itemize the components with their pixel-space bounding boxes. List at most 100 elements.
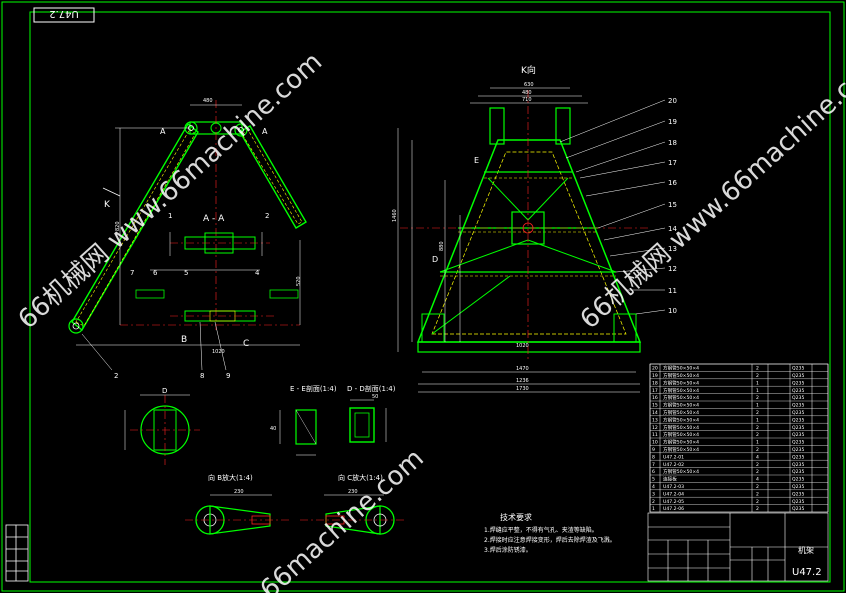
callout-1: 1 [168, 212, 172, 220]
parts-row-name: U47.2-01 [663, 454, 684, 460]
parts-row-no: 16 [652, 395, 658, 401]
parts-row-material: Q235 [792, 388, 804, 394]
parts-row-material: Q235 [792, 469, 804, 475]
section-dd-title: D - D剖面(1:4) [347, 384, 396, 393]
parts-row-qty: 2 [756, 462, 759, 468]
parts-row-no: 19 [652, 373, 658, 379]
rotated-drawing-number: U47.2 [49, 8, 79, 19]
callout-11: 11 [668, 287, 677, 295]
section-a-left-label: A [160, 127, 166, 136]
parts-row-no: 15 [652, 403, 658, 409]
parts-row-qty: 2 [756, 373, 759, 379]
parts-row-name: 方钢管50×50×4 [663, 394, 699, 401]
parts-row-material: Q235 [792, 447, 804, 453]
parts-row-name: U47.2-05 [663, 499, 684, 505]
dim-bottom-1236: 1236 [516, 378, 529, 384]
left-callouts: 2 8 9 1 2 4 5 6 7 [81, 212, 269, 380]
section-b-label: B [181, 335, 187, 345]
parts-row-no: 13 [652, 417, 658, 423]
parts-row-name: 方钢管50×50×4 [663, 387, 699, 394]
dim-base-1020: 1020 [516, 343, 529, 349]
parts-row-qty: 2 [756, 395, 759, 401]
parts-row-qty: 2 [756, 469, 759, 475]
dim-left-1460: 1460 [392, 209, 398, 222]
dim-top-630: 630 [524, 82, 534, 88]
tech-req-title: 技术要求 [500, 512, 532, 522]
parts-row-qty: 2 [756, 410, 759, 416]
section-aa-view [135, 232, 299, 322]
parts-row-material: Q235 [792, 373, 804, 379]
callout-13: 13 [668, 245, 677, 253]
parts-row-no: 4 [652, 484, 655, 490]
dim-top-link: 480 [203, 98, 213, 104]
callout-3: 2 [114, 372, 118, 380]
view-k-arrow [102, 187, 121, 197]
parts-row-qty: 2 [756, 499, 759, 505]
parts-row-no: 5 [652, 477, 655, 483]
parts-row-no: 14 [652, 410, 658, 416]
view-k-arrow-label: K [104, 200, 111, 210]
drawing-border-inner [29, 11, 831, 583]
callout-6: 4 [255, 269, 260, 277]
parts-row-qty: 1 [756, 380, 759, 386]
view-b-detail [185, 494, 290, 535]
dim-side-height: 820 [115, 221, 121, 231]
section-c-label: C [243, 339, 249, 349]
callout-10: 10 [668, 307, 677, 315]
callout-8: 6 [153, 269, 158, 277]
left-margin-cells [5, 524, 29, 582]
parts-row-no: 17 [652, 388, 658, 394]
parts-row-name: 方钢管50×50×4 [663, 365, 699, 372]
parts-row-qty: 2 [756, 506, 759, 512]
parts-row-name: 方钢管50×50×4 [663, 446, 699, 453]
dim-bottom-1730: 1730 [516, 386, 529, 392]
tech-req-item-2: 2.焊接时应注意焊接变形，焊后去除焊渣及飞溅。 [484, 536, 616, 544]
parts-row-no: 6 [652, 469, 655, 475]
parts-row-material: Q235 [792, 366, 804, 372]
parts-row-no: 10 [652, 440, 658, 446]
parts-row-qty: 2 [756, 484, 759, 490]
callout-7: 5 [184, 269, 188, 277]
view-c-detail-title: 向 C放大(1:4) [338, 473, 383, 482]
parts-row-no: 2 [652, 499, 655, 505]
parts-row-material: Q235 [792, 403, 804, 409]
view-c-detail [300, 494, 405, 535]
callout-14: 14 [668, 225, 677, 233]
parts-row-material: Q235 [792, 462, 804, 468]
part-name: 机架 [798, 545, 814, 555]
parts-row-material: Q235 [792, 477, 804, 483]
callout-19: 19 [668, 118, 677, 126]
main-view-label: K向 [521, 64, 536, 76]
dim-dd: 50 [372, 394, 378, 400]
parts-row-material: Q235 [792, 380, 804, 386]
right-callouts [559, 99, 666, 315]
callout-17: 17 [668, 159, 677, 167]
parts-row-name: U47.2-03 [663, 484, 684, 490]
parts-row-material: Q235 [792, 410, 804, 416]
parts-row-no: 1 [652, 506, 655, 512]
parts-row-material: Q235 [792, 491, 804, 497]
parts-row-qty: 2 [756, 491, 759, 497]
dim-ee: 40 [270, 426, 276, 432]
title-block [647, 512, 829, 582]
parts-row-material: Q235 [792, 499, 804, 505]
parts-row-qty: 1 [756, 388, 759, 394]
callout-2: 2 [265, 212, 269, 220]
dim-left-880: 880 [439, 241, 445, 251]
section-d-label: D [432, 255, 438, 264]
parts-row-qty: 2 [756, 447, 759, 453]
parts-row-qty: 2 [756, 432, 759, 438]
dim-base-span: 1020 [212, 349, 225, 355]
parts-row-no: 9 [652, 447, 655, 453]
parts-row-no: 7 [652, 462, 655, 468]
callout-5: 9 [226, 372, 230, 380]
parts-row-name: 连接板 [663, 476, 677, 483]
detail-d-label: D [162, 387, 167, 395]
parts-row-material: Q235 [792, 440, 804, 446]
callout-16: 16 [668, 179, 677, 187]
parts-row-name: 方钢管50×50×4 [663, 379, 699, 386]
parts-row-no: 3 [652, 491, 655, 497]
section-dd-view [349, 399, 387, 443]
parts-row-no: 20 [652, 366, 658, 372]
